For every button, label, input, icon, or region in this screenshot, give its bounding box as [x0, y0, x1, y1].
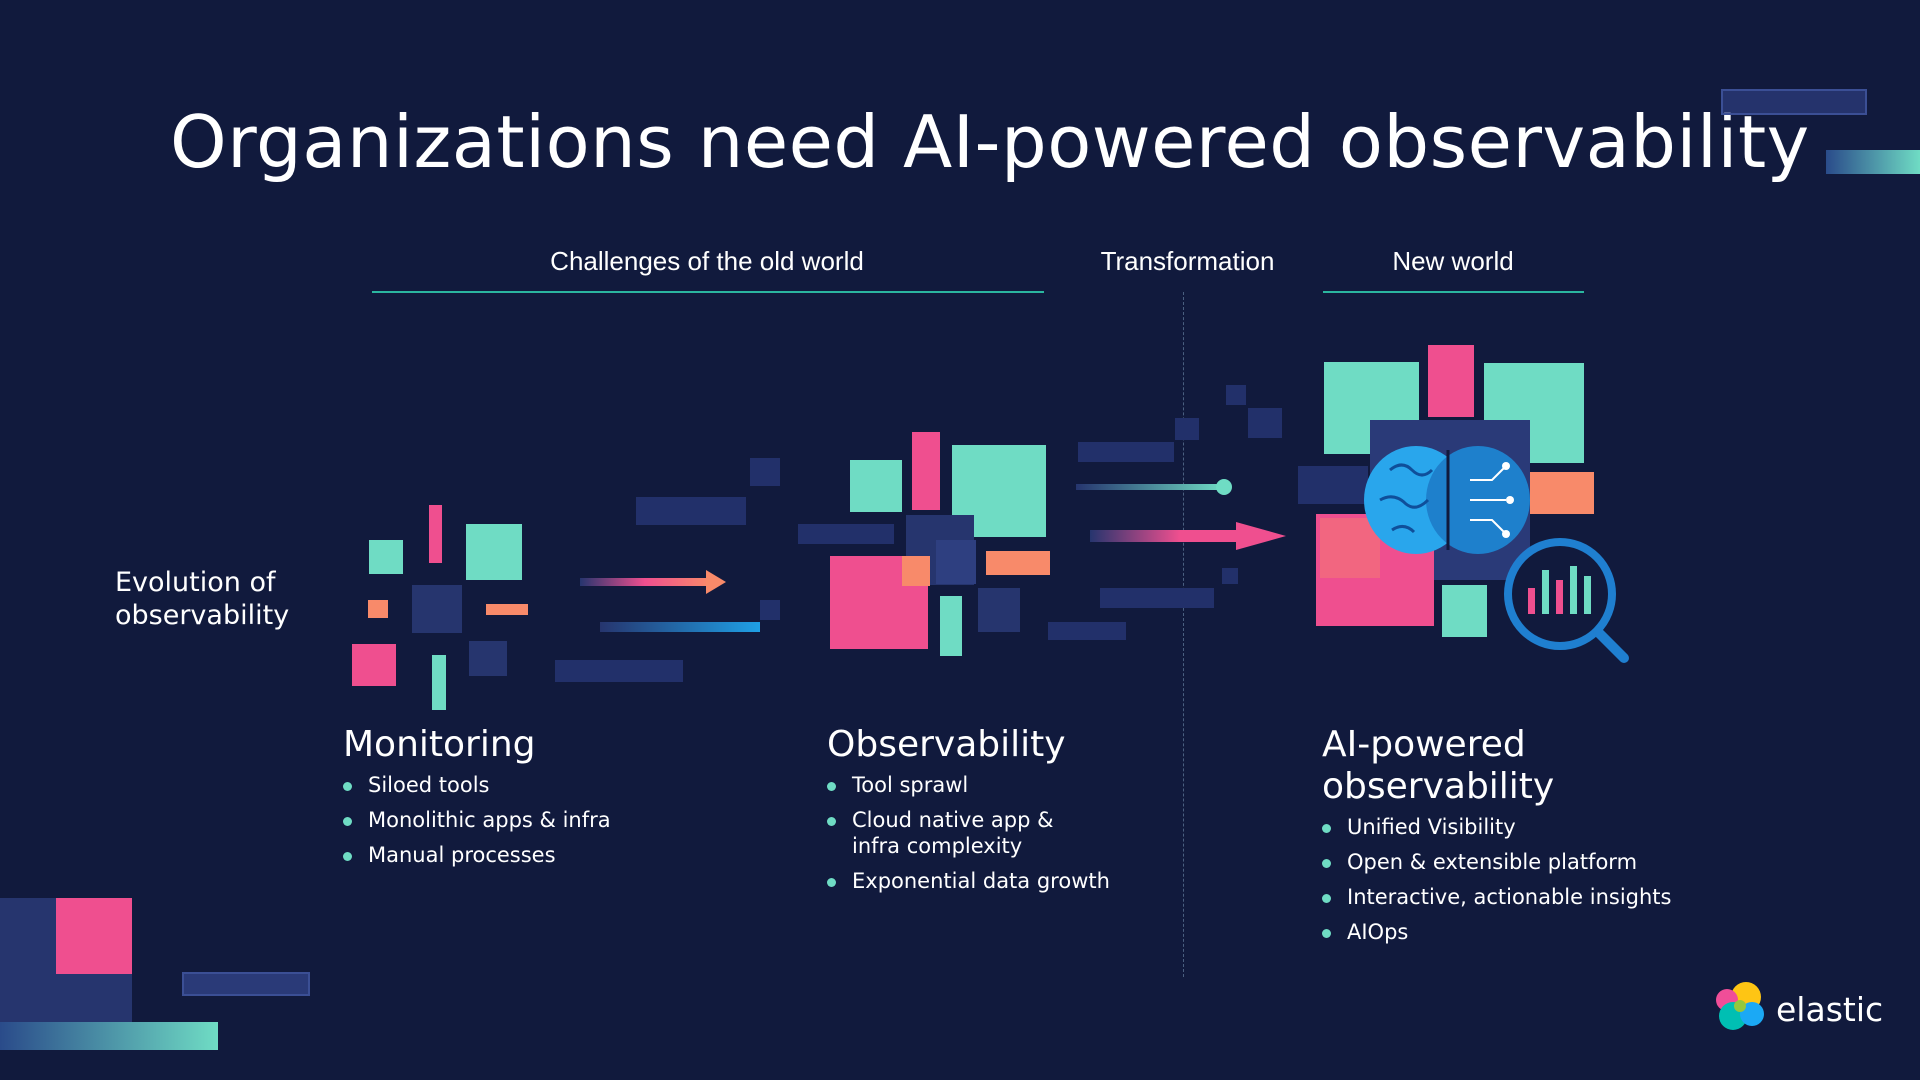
- list-item: AIOps: [1322, 919, 1742, 945]
- decor-top-right: [1721, 89, 1920, 174]
- decor-bottom-left: [0, 898, 310, 1050]
- magnifier-chart-icon: [1504, 538, 1629, 663]
- row-label-evolution: Evolution of observability: [115, 567, 290, 631]
- elastic-logo-icon: [1716, 982, 1764, 1030]
- column-title-observability: Observability: [827, 724, 1066, 765]
- list-item: Exponential data growth: [827, 868, 1127, 894]
- bullet-list-monitoring: Siloed tools Monolithic apps & infra Man…: [343, 772, 763, 868]
- arrow-observability-to-ai: [1048, 385, 1286, 640]
- section-rule-new-world: [1323, 291, 1584, 293]
- bullet-list-ai-powered: Unified Visibility Open & extensible pla…: [1322, 814, 1742, 945]
- list-item: Monolithic apps & infra: [343, 807, 763, 833]
- elastic-logo: elastic: [1770, 990, 1883, 1029]
- list-item: Siloed tools: [343, 772, 763, 798]
- list-item: Tool sprawl: [827, 772, 1127, 798]
- list-item: Interactive, actionable insights: [1322, 884, 1742, 910]
- section-header-old-world: Challenges of the old world: [550, 246, 864, 276]
- column-title-ai-powered: AI-powered observability: [1322, 724, 1555, 807]
- transformation-divider: [1183, 292, 1184, 977]
- section-rule-old-world: [372, 291, 1044, 293]
- list-item: Manual processes: [343, 842, 763, 868]
- section-header-transformation: Transformation: [1100, 246, 1275, 276]
- section-header-new-world: New world: [1392, 246, 1514, 276]
- arrow-monitoring-to-observability: [555, 458, 780, 682]
- monitoring-illustration: [352, 505, 528, 710]
- column-monitoring: Monitoring Siloed tools Monolithic apps …: [343, 724, 763, 877]
- column-observability: Observability Tool sprawl Cloud native a…: [827, 724, 1127, 903]
- bullet-list-observability: Tool sprawl Cloud native app & infra com…: [827, 772, 1127, 894]
- list-item: Cloud native app & infra complexity: [827, 807, 1072, 859]
- ai-powered-illustration: [1298, 345, 1629, 663]
- logo-text: elastic: [1776, 990, 1884, 1029]
- observability-illustration: [798, 432, 1050, 656]
- page-title: Organizations need AI-powered observabil…: [170, 100, 1810, 184]
- column-ai-powered: AI-powered observability Unified Visibil…: [1322, 724, 1742, 954]
- list-item: Open & extensible platform: [1322, 849, 1742, 875]
- brain-icon: [1364, 446, 1530, 554]
- list-item: Unified Visibility: [1322, 814, 1742, 840]
- column-title-monitoring: Monitoring: [343, 724, 536, 765]
